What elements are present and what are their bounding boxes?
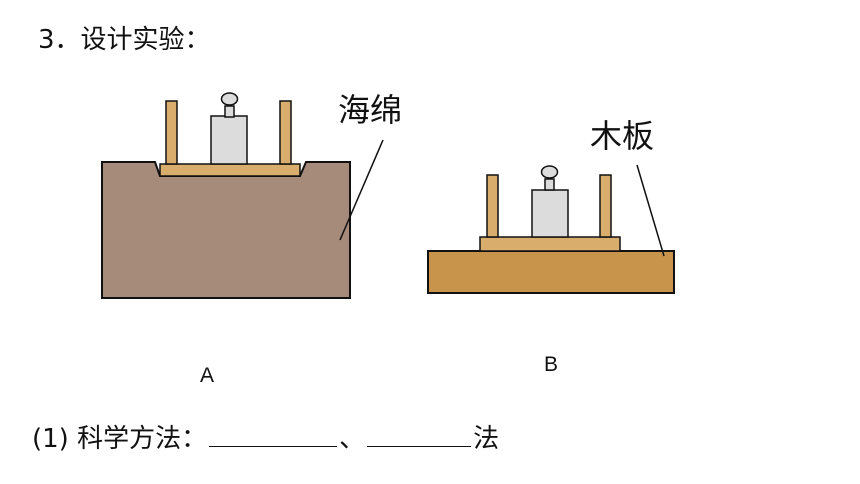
stand-leg-left-b [486,174,499,238]
figure-a-drawing [101,92,384,299]
board-leader-line [636,164,665,257]
question-number: (1) [32,424,69,454]
weight-neck-a [224,105,235,118]
weight-knob-a [220,92,239,106]
figure-b-drawing [427,164,675,294]
weight-neck-b [544,178,555,191]
section-heading: 3．设计实验： [38,22,211,58]
figure-b-caption: B [544,353,559,376]
weight-knob-b [540,165,559,179]
heading-number: 3． [38,25,81,55]
question-text: 科学方法： [77,424,208,454]
board-label: 木板 [590,117,655,155]
stand-leg-right-a [279,100,292,165]
question-line: (1) 科学方法： 、 法 [32,420,499,457]
stand-leg-right-b [599,174,612,238]
weight-body-b [531,189,569,238]
figure-a-caption: A [200,364,215,387]
stand-base-a [159,163,301,177]
sponge-leader-line [339,139,384,241]
heading-text: 设计实验： [80,25,211,55]
board-block [427,250,675,294]
stand-leg-left-a [165,100,178,165]
question-separator: 、 [339,424,366,454]
weight-body-a [210,115,248,165]
answer-blank-1[interactable] [209,420,338,447]
question-suffix: 法 [473,424,500,454]
stand-base-b [479,236,621,252]
sponge-label: 海绵 [338,91,403,129]
sponge-block [101,161,351,299]
answer-blank-2[interactable] [367,420,472,447]
